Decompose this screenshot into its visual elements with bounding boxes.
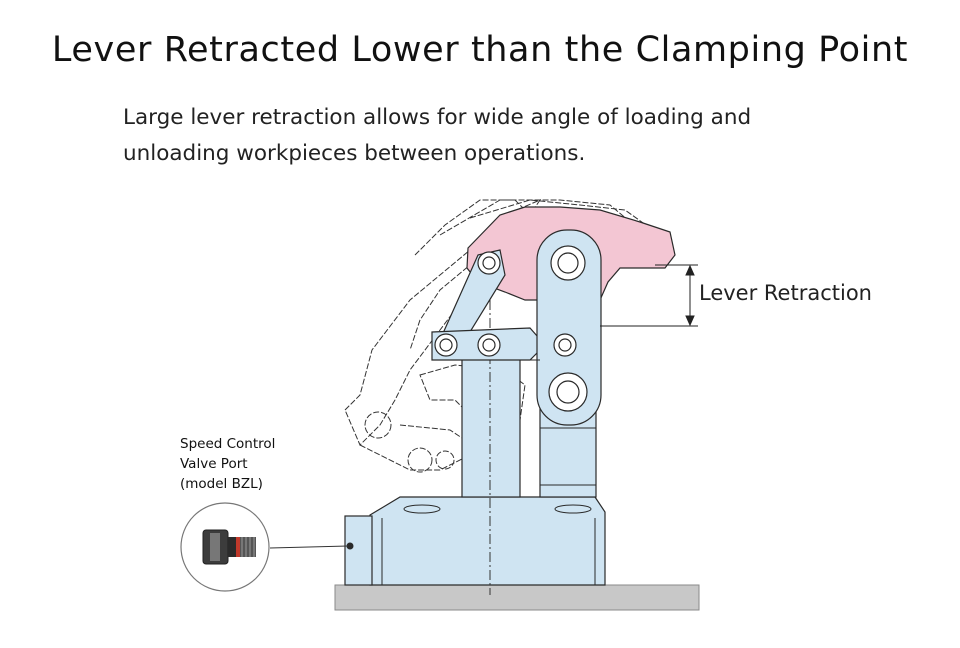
vertical-arm: [536, 229, 602, 426]
subtitle-line-1: Large lever retraction allows for wide a…: [123, 105, 752, 130]
subtitle: Large lever retraction allows for wide a…: [123, 100, 843, 172]
valve-port-label: Speed Control Valve Port (model BZL): [180, 434, 275, 494]
valve-inset: [180, 502, 270, 592]
valve-port-label-line-2: Valve Port: [180, 456, 248, 472]
piston-rod: [461, 354, 521, 498]
retraction-dimension: [600, 264, 698, 327]
valve-port-hole: [346, 542, 354, 550]
valve-port-label-line-1: Speed Control: [180, 436, 276, 452]
base-plate: [334, 584, 700, 611]
lever-retraction-label: Lever Retraction: [699, 281, 872, 305]
valve-port-label-line-3: (model BZL): [180, 476, 263, 492]
valve-leader-line: [269, 545, 349, 549]
valve-port-block: [344, 515, 373, 586]
page-title: Lever Retracted Lower than the Clamping …: [51, 30, 909, 70]
pivot-pins: [434, 245, 588, 412]
subtitle-line-2: unloading workpieces between operations.: [123, 141, 586, 166]
